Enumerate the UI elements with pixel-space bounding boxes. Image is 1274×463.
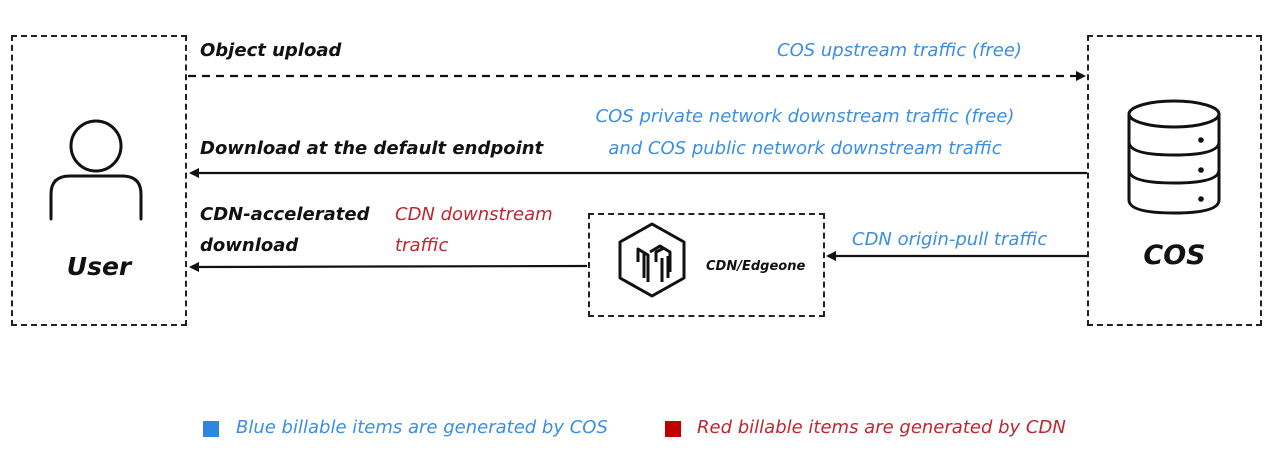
cdn-download-arrow <box>189 261 588 272</box>
legend-red-swatch <box>665 421 681 437</box>
default-download-traffic-line1: COS private network downstream traffic (… <box>595 106 1015 127</box>
cos-label: COS <box>1143 240 1206 271</box>
user-label: User <box>66 252 132 281</box>
cdn-label: CDN/Edgeone <box>706 259 806 274</box>
cdn-hexagon-icon <box>618 222 686 298</box>
legend-blue-text: Blue billable items are generated by COS <box>236 417 608 438</box>
upload-label: Object upload <box>200 40 342 61</box>
user-node <box>11 35 187 326</box>
database-icon <box>1127 99 1221 215</box>
default-download-label: Download at the default endpoint <box>200 138 544 159</box>
cdn-downstream-traffic-line2: traffic <box>395 235 449 256</box>
upload-traffic-label: COS upstream traffic (free) <box>777 40 1022 61</box>
origin-pull-traffic-label: CDN origin-pull traffic <box>852 229 1048 250</box>
cos-node <box>1087 35 1262 326</box>
legend-blue-swatch <box>203 421 219 437</box>
legend-red-text: Red billable items are generated by CDN <box>697 417 1066 438</box>
cdn-download-label-line2: download <box>200 235 299 256</box>
cdn-download-label-line1: CDN-accelerated <box>200 204 370 225</box>
cdn-node <box>588 213 825 317</box>
default-download-traffic-line2: and COS public network downstream traffi… <box>608 138 1002 159</box>
user-icon <box>49 119 143 221</box>
cdn-downstream-traffic-line1: CDN downstream <box>395 204 553 225</box>
